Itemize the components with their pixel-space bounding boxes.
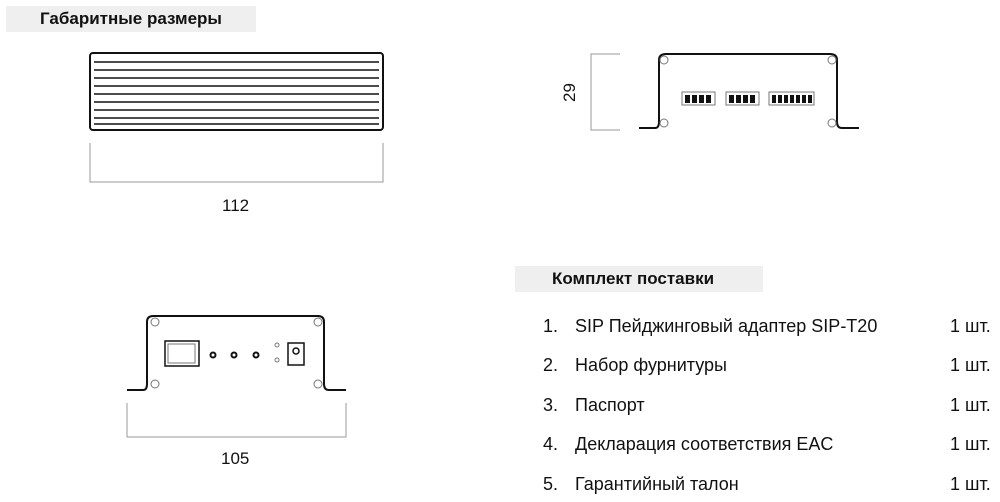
list-item: 1. SIP Пейджинговый адаптер SIP-T20 1 шт. bbox=[543, 316, 1000, 340]
list-item: 2. Набор фурнитуры 1 шт. bbox=[543, 355, 1000, 379]
item-name: SIP Пейджинговый адаптер SIP-T20 bbox=[575, 316, 878, 336]
item-number: 4. bbox=[543, 434, 559, 454]
length-value: 112 bbox=[222, 196, 250, 215]
item-name: Гарантийный талон bbox=[575, 474, 739, 494]
item-number: 5. bbox=[543, 474, 559, 494]
item-name: Декларация соответствия EAC bbox=[575, 434, 834, 454]
item-number: 1. bbox=[543, 316, 559, 336]
top-view-drawing bbox=[89, 52, 384, 131]
height-value: 29 bbox=[560, 83, 579, 102]
list-item: 3. Паспорт 1 шт. bbox=[543, 395, 1000, 419]
list-item: 5. Гарантийный талон 1 шт. bbox=[543, 474, 1000, 498]
item-qty: 1 шт. bbox=[950, 355, 991, 375]
item-number: 2. bbox=[543, 355, 559, 375]
item-qty: 1 шт. bbox=[950, 395, 991, 415]
item-name: Паспорт bbox=[575, 395, 645, 415]
side-view-drawing bbox=[639, 53, 859, 129]
list-item: 4. Декларация соответствия EAC 1 шт. bbox=[543, 434, 1000, 458]
height-dimension-line bbox=[590, 53, 620, 131]
dimensions-heading: Габаритные размеры bbox=[6, 6, 256, 32]
kit-heading: Комплект поставки bbox=[515, 266, 763, 292]
length-dimension-line bbox=[89, 143, 384, 183]
width-dimension-line bbox=[126, 403, 347, 438]
item-number: 3. bbox=[543, 395, 559, 415]
item-name: Набор фурнитуры bbox=[575, 355, 727, 375]
item-qty: 1 шт. bbox=[950, 434, 991, 454]
width-value: 105 bbox=[221, 449, 250, 468]
item-qty: 1 шт. bbox=[950, 316, 991, 336]
item-qty: 1 шт. bbox=[950, 474, 991, 494]
front-view-drawing bbox=[127, 315, 346, 391]
